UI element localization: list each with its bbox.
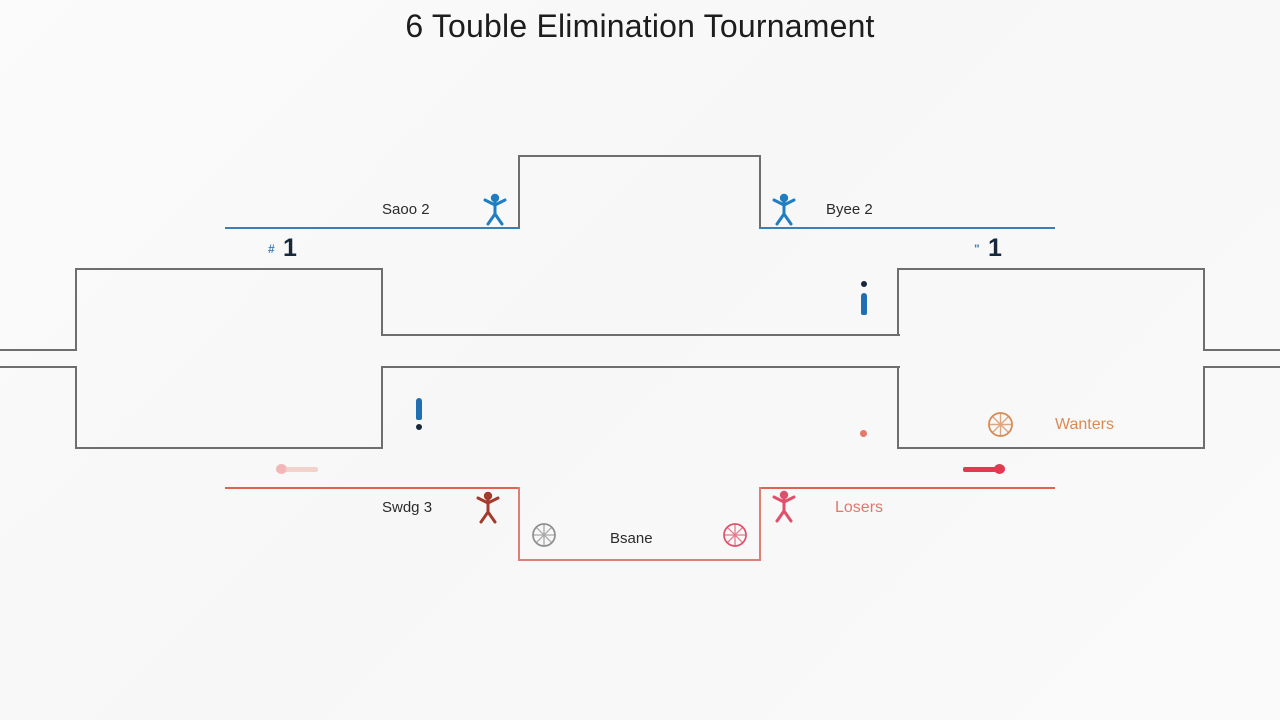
right-upper-box-top-edge xyxy=(897,268,1205,270)
left-edge-upper-connector xyxy=(0,349,77,351)
left-lower-box-bottom-edge xyxy=(75,447,383,449)
upper-left-score-mark: # xyxy=(268,242,275,256)
top-center-box-top-edge xyxy=(518,155,761,157)
wheel-red-icon xyxy=(722,522,748,548)
upper-left-blue-rail xyxy=(225,227,520,229)
person-red-icon xyxy=(474,488,502,524)
left-upper-box-bottom-rail xyxy=(381,334,900,336)
upper-left-label: Saoo 2 xyxy=(382,201,430,218)
left-upper-box-right-edge xyxy=(381,268,383,335)
upper-left-score: 1 xyxy=(283,234,297,262)
lower-right-label: Losers xyxy=(835,499,884,516)
left-lower-box-top-rail xyxy=(381,366,900,368)
left-lower-box-right-edge xyxy=(381,366,383,448)
exclamation-blue-icon xyxy=(858,281,870,315)
left-upper-box-top-edge xyxy=(75,268,383,270)
right-upper-box-right-edge xyxy=(1203,268,1205,351)
right-lower-box-left-edge xyxy=(897,366,899,448)
wheel-orange-icon xyxy=(987,411,1014,438)
right-lower-box-bottom-edge xyxy=(897,447,1205,449)
right-edge-upper-connector xyxy=(1203,349,1280,351)
left-lower-box-left-edge xyxy=(75,366,77,448)
right-edge-lower-connector xyxy=(1203,366,1280,368)
winners-bracket-label: Wanters xyxy=(1055,416,1114,433)
upper-right-blue-rail xyxy=(759,227,1055,229)
top-center-box-left-edge xyxy=(518,155,520,228)
upper-right-label: Byee 2 xyxy=(826,201,873,218)
person-red-icon xyxy=(770,487,798,523)
right-upper-box-left-edge xyxy=(897,268,899,335)
left-upper-box-left-edge xyxy=(75,268,77,351)
exclamation-blue-icon xyxy=(413,398,425,432)
bottom-center-box-right-edge xyxy=(759,487,761,560)
right-lower-box-right-edge xyxy=(1203,366,1205,448)
pin-red-icon xyxy=(963,464,1005,474)
person-blue-icon xyxy=(770,190,798,226)
pin-pink-icon xyxy=(276,464,318,474)
left-edge-lower-connector xyxy=(0,366,77,368)
dot-red-icon xyxy=(860,430,867,437)
upper-right-score: 1 xyxy=(988,234,1002,262)
lower-right-red-rail xyxy=(759,487,1055,489)
page-title: 6 Touble Elimination Tournament xyxy=(405,8,875,44)
person-blue-icon xyxy=(481,190,509,226)
top-center-box-right-edge xyxy=(759,155,761,228)
wheel-gray-icon xyxy=(531,522,557,548)
final-box-label: Bsane xyxy=(610,530,653,547)
lower-left-label: Swdg 3 xyxy=(382,499,433,516)
upper-right-score-mark: " xyxy=(974,242,980,256)
lower-left-red-rail xyxy=(225,487,520,489)
bottom-center-box-left-edge xyxy=(518,487,520,560)
bottom-center-box-bottom-edge xyxy=(518,559,761,561)
